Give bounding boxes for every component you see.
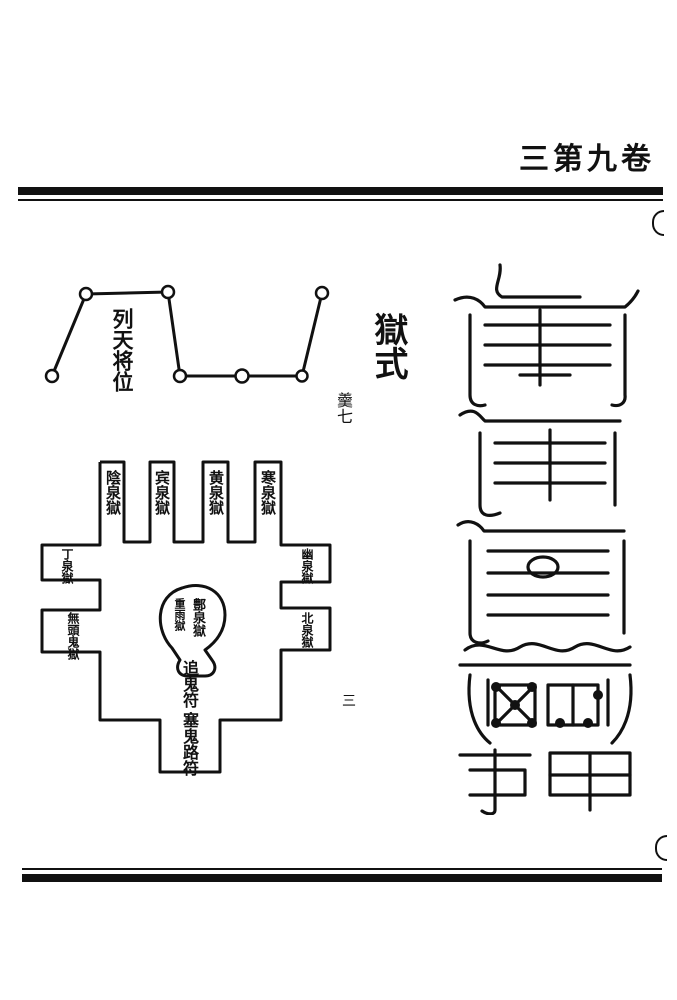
prison-outline — [40, 460, 332, 774]
star-dot — [160, 284, 176, 300]
star-dot — [234, 368, 250, 384]
seal-script-talisman — [453, 263, 640, 815]
star-dot — [172, 368, 188, 384]
bottom-border-thin — [22, 868, 662, 870]
star-dot — [295, 369, 309, 383]
constellation-label: 列天将位 — [110, 308, 135, 392]
figure-title: 獄式 — [368, 312, 408, 380]
top-bar-label-4: 寒泉獄 — [259, 470, 277, 515]
center-label-2: 重雨獄 — [173, 598, 186, 631]
right-arm-label-2: 北泉獄 — [300, 612, 314, 648]
chapter-header: 三第九卷 — [519, 142, 655, 177]
talisman-label-1: 追鬼符 — [180, 660, 199, 708]
top-border-thick — [18, 187, 663, 195]
left-arm-label-2: 無頭鬼獄 — [66, 612, 80, 660]
center-label-1: 鄷泉獄 — [190, 598, 205, 637]
top-bar-label-2: 宾泉獄 — [153, 470, 171, 515]
star-dot — [44, 368, 60, 384]
left-arm-label-1: 丁泉獄 — [60, 548, 74, 584]
figure-subtitle: 羹七 — [334, 392, 353, 424]
side-number: 三 — [340, 693, 356, 707]
talisman-label-2: 塞鬼路符 — [180, 712, 199, 776]
keyhole-shape — [158, 584, 227, 678]
bottom-border-thick — [22, 874, 662, 882]
star-dot — [314, 285, 330, 301]
star-dot — [78, 286, 94, 302]
top-bar-label-1: 陰泉獄 — [104, 470, 122, 515]
right-arm-label-1: 幽泉獄 — [300, 548, 314, 584]
top-border-thin — [18, 199, 663, 201]
top-bar-label-3: 黄泉獄 — [207, 470, 225, 515]
constellation-line — [50, 290, 324, 378]
